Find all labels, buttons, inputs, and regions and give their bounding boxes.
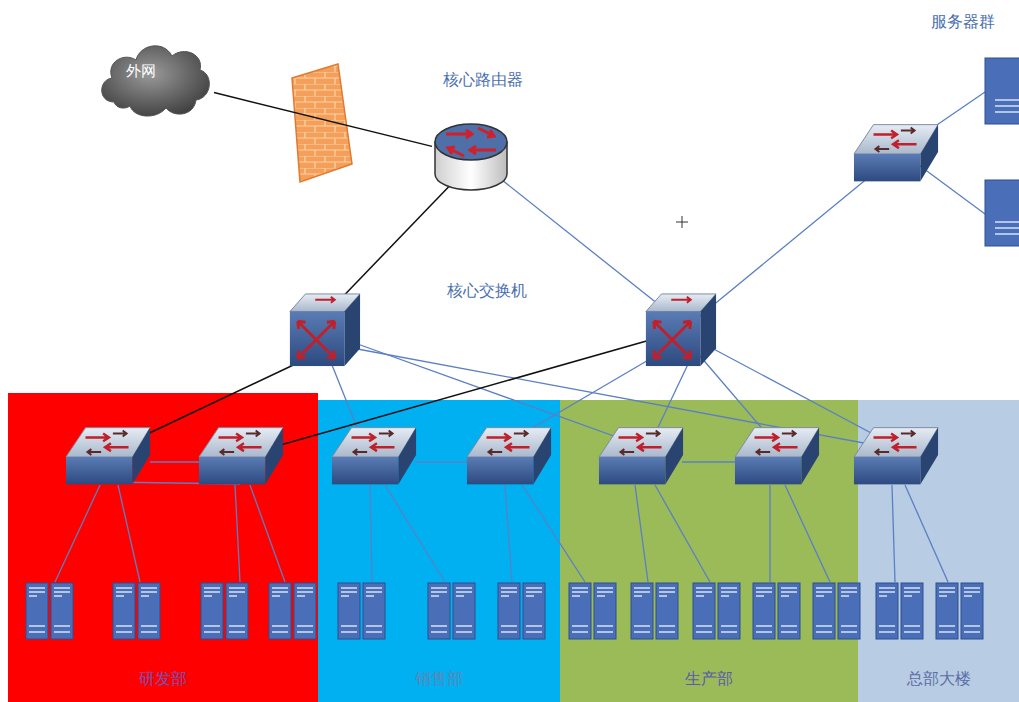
department-name: 销售部 (318, 669, 560, 690)
server-group-label: 服务器群 (931, 12, 995, 33)
network-link (214, 93, 432, 147)
department-name: 总部大楼 (858, 669, 1019, 690)
switch-group-label: 核心交换机 (447, 281, 527, 302)
internet-cloud: 外网 (96, 36, 214, 120)
core-router: 核心路由器 (432, 118, 510, 194)
router-label: 核心路由器 (443, 70, 523, 91)
router-icon (432, 118, 510, 194)
department-name: 生产部 (560, 669, 858, 690)
department-name: 研发部 (8, 669, 318, 690)
cloud-label: 外网 (126, 62, 156, 81)
